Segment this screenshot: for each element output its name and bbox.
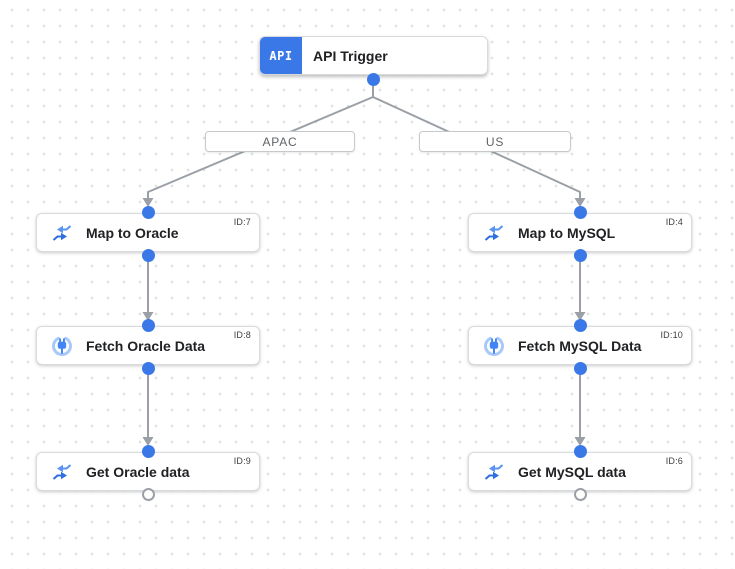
node-id-badge: ID:6 (665, 456, 683, 466)
task-node-map-to-oracle[interactable]: ID:7 Map to Oracle (36, 213, 260, 252)
output-port[interactable] (141, 248, 155, 262)
node-id-badge: ID:9 (233, 456, 251, 466)
output-port[interactable] (573, 361, 587, 375)
task-node-get-oracle-data[interactable]: ID:9 Get Oracle data (36, 452, 260, 491)
output-port[interactable] (366, 72, 380, 86)
task-node-map-to-mysql[interactable]: ID:4 Map to MySQL (468, 213, 692, 252)
node-id-badge: ID:7 (233, 217, 251, 227)
task-node-get-mysql-data[interactable]: ID:6 Get MySQL data (468, 452, 692, 491)
edge-label-us[interactable]: US (419, 131, 571, 152)
input-port[interactable] (573, 444, 587, 458)
node-label: Map to Oracle (86, 224, 179, 241)
data-mapping-icon (482, 460, 506, 484)
node-id-badge: ID:8 (233, 330, 251, 340)
input-port[interactable] (573, 205, 587, 219)
input-port[interactable] (573, 318, 587, 332)
input-port[interactable] (141, 444, 155, 458)
end-port[interactable] (573, 487, 587, 501)
edge-label-apac[interactable]: APAC (205, 131, 355, 152)
node-label: Get MySQL data (518, 463, 626, 480)
data-mapping-icon (50, 221, 74, 245)
node-label: Fetch Oracle Data (86, 337, 206, 354)
connector-icon (482, 334, 506, 358)
node-label: Get Oracle data (86, 463, 190, 480)
edge-label-text: US (485, 134, 505, 149)
node-id-badge: ID:10 (660, 330, 683, 340)
task-node-fetch-oracle-data[interactable]: ID:8 Fetch Oracle Data (36, 326, 260, 365)
output-port[interactable] (573, 248, 587, 262)
data-mapping-icon (482, 221, 506, 245)
input-port[interactable] (141, 205, 155, 219)
node-label: Map to MySQL (518, 224, 616, 241)
input-port[interactable] (141, 318, 155, 332)
node-id-badge: ID:4 (665, 217, 683, 227)
node-label: Fetch MySQL Data (518, 337, 642, 354)
data-mapping-icon (50, 460, 74, 484)
connector-icon (50, 334, 74, 358)
edge-label-text: APAC (262, 134, 298, 149)
task-node-fetch-mysql-data[interactable]: ID:10 Fetch MySQL Data (468, 326, 692, 365)
end-port[interactable] (141, 487, 155, 501)
trigger-label: API Trigger (313, 47, 388, 64)
api-trigger-icon: API (260, 37, 302, 74)
trigger-node-api-trigger[interactable]: API API Trigger (259, 36, 488, 75)
output-port[interactable] (141, 361, 155, 375)
